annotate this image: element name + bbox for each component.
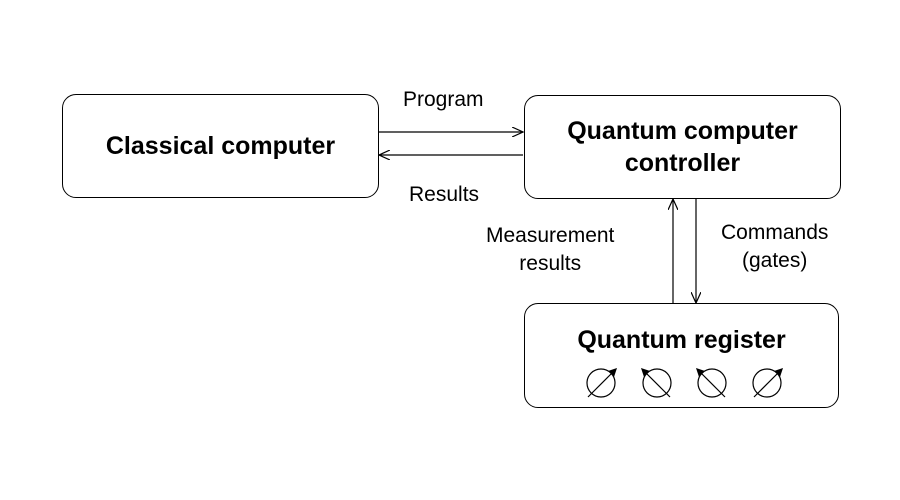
bloch-qubit-icon [586,368,617,398]
qubit-row [586,368,783,398]
classical-computer-label: Classical computer [105,132,336,160]
classical-computer-box: Classical computer [62,94,379,198]
quantum-controller-box: Quantum computer controller [524,95,841,199]
commands-label: Commands (gates) [721,219,828,275]
quantum-controller-line1: Quantum computer [567,117,798,145]
bloch-qubit-icon [696,368,727,398]
quantum-controller-line2: controller [624,149,741,177]
commands-line1: Commands [721,221,829,244]
measurement-results-label: Measurement results [486,222,614,278]
quantum-controller-label: Quantum computer controller [567,115,798,179]
bloch-qubit-icon [752,368,783,398]
quantum-register-label: Quantum register [577,326,786,354]
results-label: Results [409,183,480,206]
quantum-register-box: Quantum register [524,303,839,408]
program-label: Program [403,88,484,111]
measurement-line1: Measurement [486,224,615,247]
commands-line2: (gates) [742,249,808,272]
measurement-line2: results [519,252,582,275]
bloch-qubit-icon [641,368,672,398]
